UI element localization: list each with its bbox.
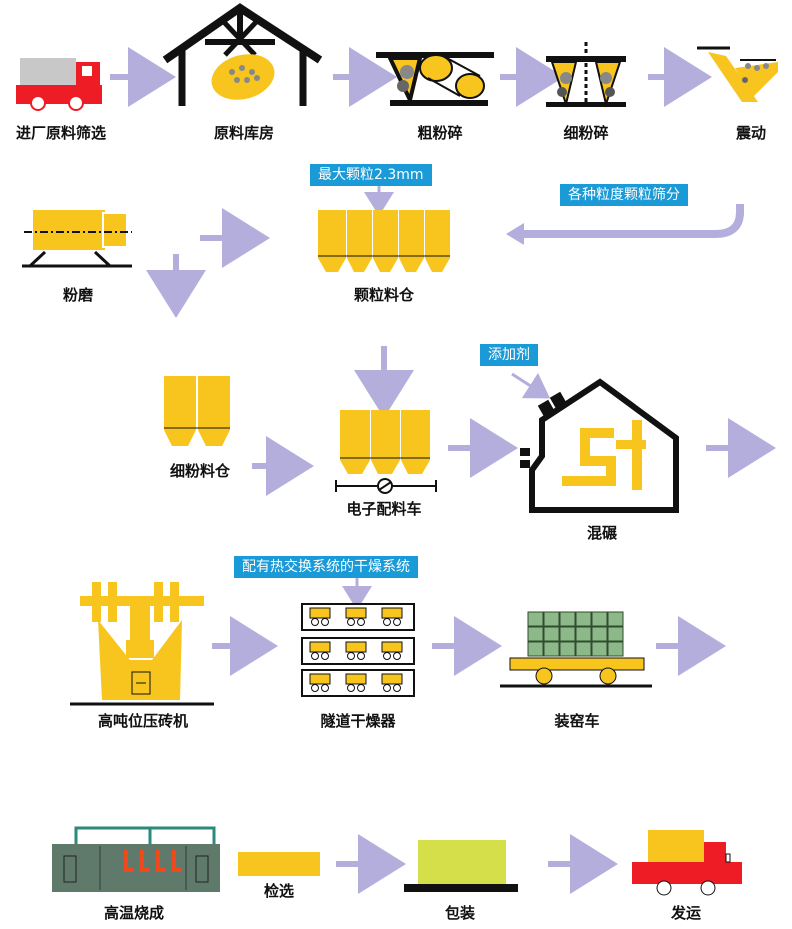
raw-material-truck-icon bbox=[16, 58, 102, 111]
flow-arrow bbox=[518, 211, 744, 238]
coarse-crusher-icon bbox=[376, 52, 494, 106]
label-fine-powder-bin: 细粉料仓 bbox=[169, 462, 231, 480]
label-packaging: 包装 bbox=[444, 904, 476, 922]
delivery-truck-icon bbox=[632, 830, 742, 896]
brick-press-icon bbox=[70, 582, 214, 706]
label-fine-crushing: 细粉碎 bbox=[563, 124, 609, 142]
batching-car-icon bbox=[335, 410, 437, 494]
kiln-icon bbox=[52, 826, 220, 892]
granule-bin-icon bbox=[318, 210, 450, 272]
inspected-brick-icon bbox=[238, 852, 320, 876]
label-tunnel-dryer: 隧道干燥器 bbox=[320, 712, 396, 730]
fine-crusher-icon bbox=[546, 42, 626, 108]
kiln-car-icon bbox=[500, 611, 652, 688]
label-vibration: 震动 bbox=[735, 124, 767, 142]
tunnel-dryer-icon bbox=[301, 603, 415, 697]
label-inspection: 检选 bbox=[263, 882, 295, 900]
arrow-head bbox=[506, 223, 524, 245]
grinder-icon bbox=[22, 210, 132, 268]
callout-dryer-system: 配有热交换系统的干燥系统 bbox=[234, 556, 418, 578]
package-icon bbox=[404, 840, 518, 892]
label-firing: 高温烧成 bbox=[103, 904, 165, 922]
label-press: 高吨位压砖机 bbox=[97, 712, 189, 730]
label-shipping: 发运 bbox=[670, 904, 702, 922]
mixing-mill-icon bbox=[520, 378, 679, 513]
warehouse-icon bbox=[162, 3, 323, 106]
vibrating-screen-icon bbox=[697, 46, 778, 102]
label-coarse-crushing: 粗粉碎 bbox=[417, 124, 463, 142]
label-grinding: 粉磨 bbox=[62, 286, 94, 304]
label-raw-material-screening: 进厂原料筛选 bbox=[15, 124, 107, 142]
fine-powder-bin-icon bbox=[164, 376, 230, 446]
label-kiln-car-loading: 装窑车 bbox=[554, 712, 600, 730]
label-raw-material-warehouse: 原料库房 bbox=[213, 124, 275, 142]
label-batching-car: 电子配料车 bbox=[346, 500, 422, 518]
callout-additive: 添加剂 bbox=[480, 344, 538, 366]
callout-pointer bbox=[511, 372, 551, 399]
label-mixing-mill: 混碾 bbox=[586, 524, 618, 542]
callout-max-particle: 最大颗粒2.3mm bbox=[310, 164, 432, 186]
label-granule-bin: 颗粒料仓 bbox=[353, 286, 415, 304]
callout-grade-screening: 各种粒度颗粒筛分 bbox=[560, 184, 688, 206]
